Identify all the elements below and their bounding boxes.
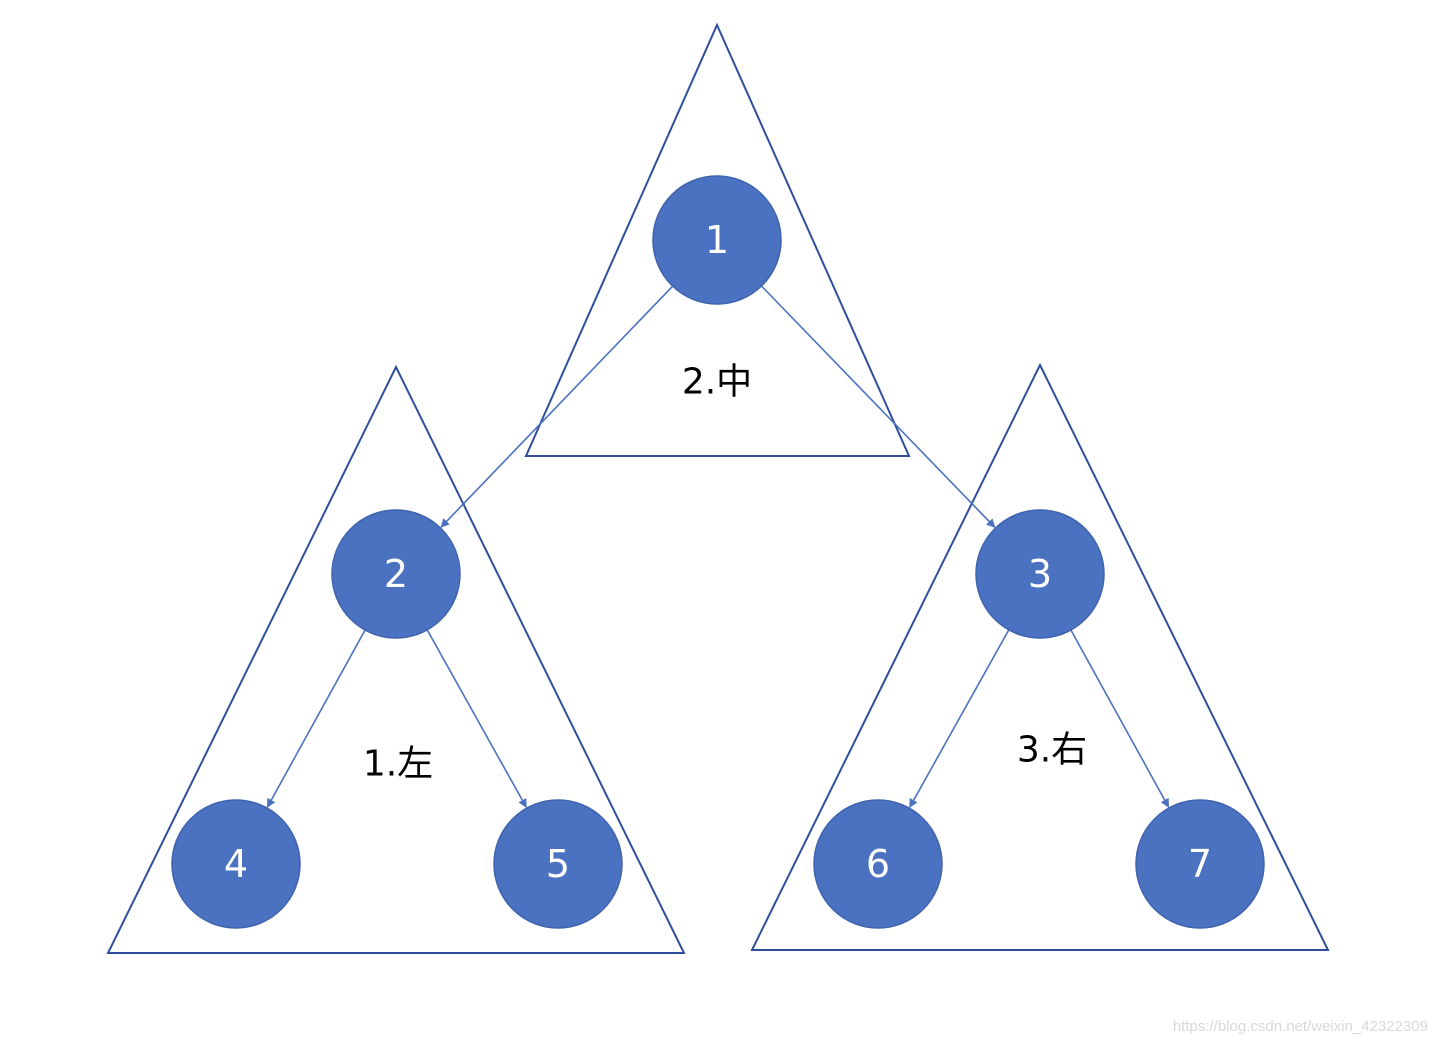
tree-node-7: 7: [1135, 799, 1265, 929]
tree-node-circle: [975, 509, 1105, 639]
tree-node-label: 2: [384, 552, 408, 596]
tree-node-circle: [493, 799, 623, 929]
edge-2-to-5: [426, 629, 527, 809]
tree-node-circle: [652, 175, 782, 305]
tree-node-label: 3: [1028, 552, 1052, 596]
tree-node-1: 1: [652, 175, 782, 305]
tree-node-label: 7: [1188, 842, 1212, 886]
tree-node-6: 6: [813, 799, 943, 929]
tree-node-circle: [331, 509, 461, 639]
tree-node-5: 5: [493, 799, 623, 929]
tree-node-label: 1: [705, 218, 729, 262]
tree-edges: [266, 285, 1170, 809]
edge-3-to-7: [1070, 629, 1170, 808]
tree-node-label: 4: [224, 842, 248, 886]
tree-node-circle: [1135, 799, 1265, 929]
edge-3-to-6: [909, 629, 1010, 809]
edge-1-to-2: [440, 285, 674, 528]
tree-node-label: 6: [866, 842, 890, 886]
section-label-middle: 2.中: [682, 362, 752, 403]
tree-nodes: 1 2 3 4 5 6 7: [171, 175, 1265, 929]
left-subtree-triangle: [106, 364, 686, 954]
middle-subtree-triangle: [524, 22, 911, 457]
tree-node-circle: [813, 799, 943, 929]
tree-node-2: 2: [331, 509, 461, 639]
section-label-right: 3.右: [1017, 730, 1087, 771]
tree-node-3: 3: [975, 509, 1105, 639]
tree-node-label: 5: [546, 842, 570, 886]
right-subtree-triangle: [750, 362, 1330, 951]
tree-node-4: 4: [171, 799, 301, 929]
edge-1-to-3: [760, 285, 996, 528]
section-label-left: 1.左: [363, 744, 433, 785]
tree-node-circle: [171, 799, 301, 929]
watermark-text: https://blog.csdn.net/weixin_42322309: [1173, 1018, 1428, 1035]
edge-2-to-4: [266, 629, 366, 808]
